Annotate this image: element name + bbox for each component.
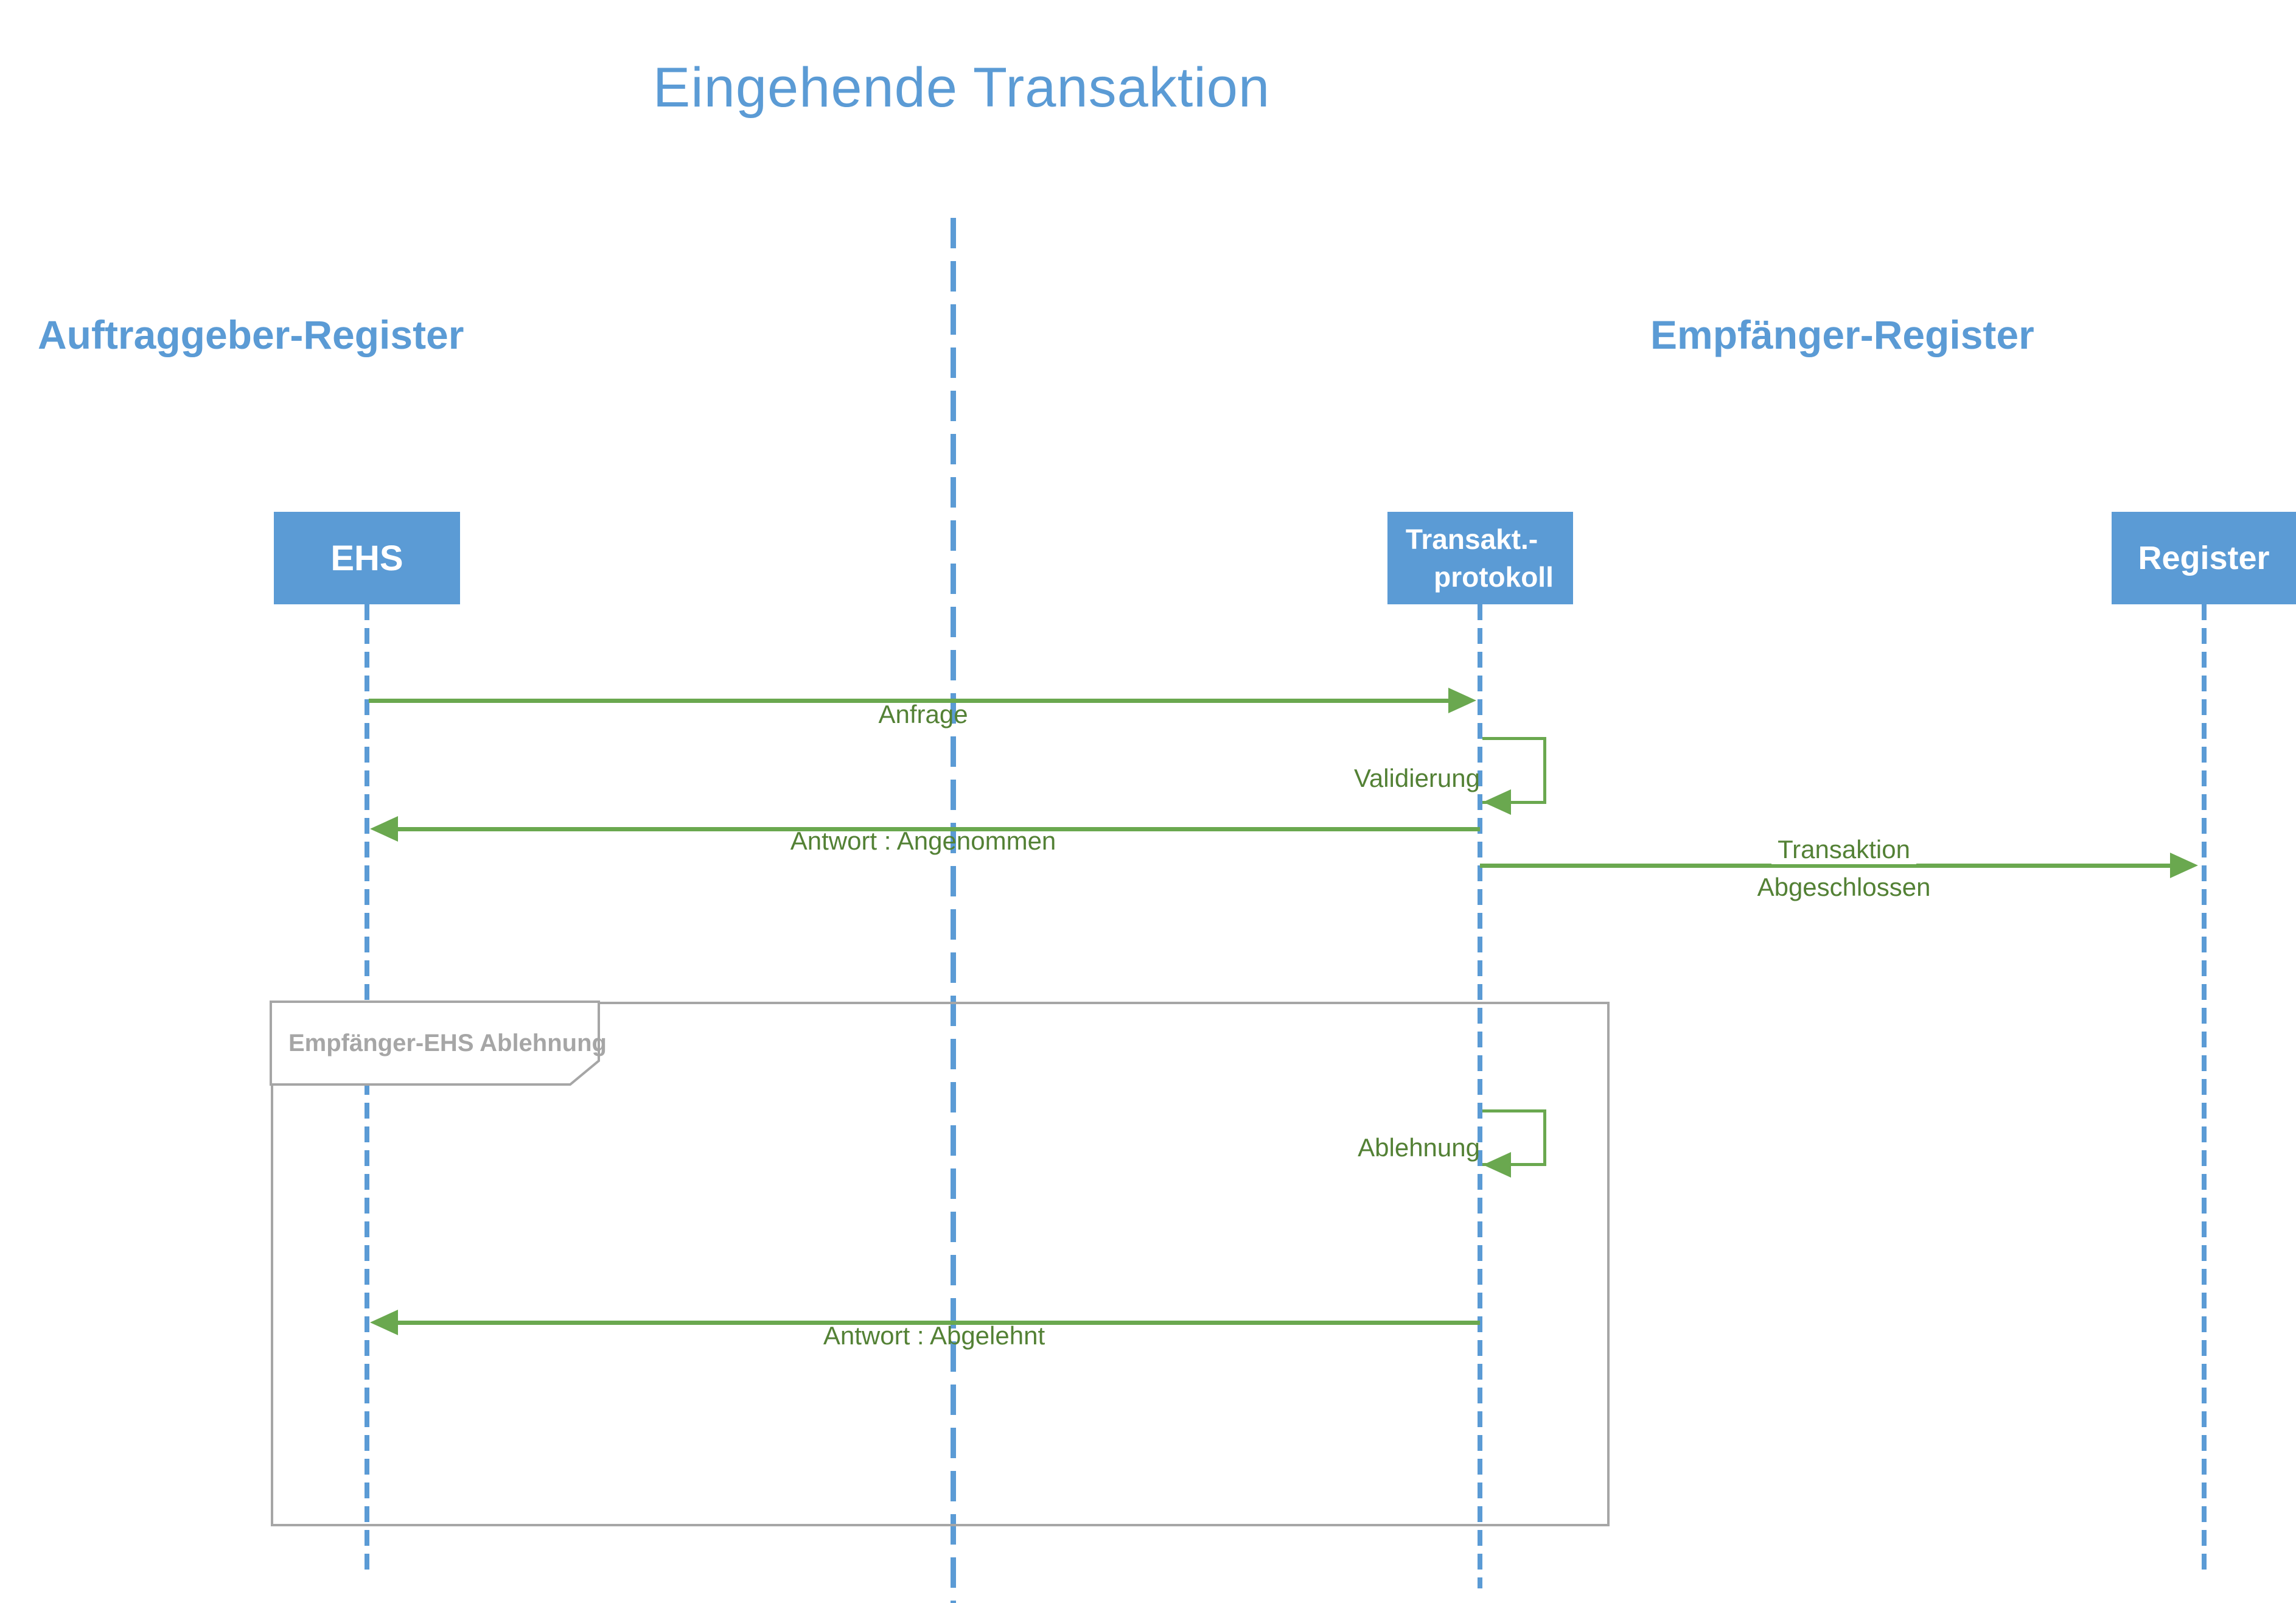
lane-divider-line bbox=[951, 218, 956, 1603]
page-title: Eingehende Transaktion bbox=[652, 57, 1271, 119]
arrowhead-left-icon bbox=[1483, 1152, 1511, 1178]
lane-header-left: Auftraggeber-Register bbox=[38, 312, 464, 357]
lane-header-right: Empfänger-Register bbox=[1650, 312, 2034, 357]
arrowhead-right-icon bbox=[1448, 688, 1476, 713]
arrowhead-left-icon bbox=[370, 816, 398, 842]
fragment-label: Empfänger-EHS Ablehnung bbox=[288, 1030, 607, 1056]
arrowhead-left-icon bbox=[370, 1310, 398, 1335]
actor-label-transaktionsprotokoll-line2: protokoll bbox=[1434, 561, 1554, 593]
actor-label-register: Register bbox=[2138, 540, 2270, 576]
lifeline-transaktionsprotokoll bbox=[1478, 604, 1482, 1588]
fragment-frame bbox=[271, 1002, 1610, 1526]
self-message-validierung-loop bbox=[1482, 737, 1546, 804]
self-message-validierung-label: Validierung bbox=[1353, 764, 1480, 792]
message-antwort-abgelehnt-line bbox=[397, 1321, 1480, 1325]
arrowhead-left-icon bbox=[1483, 789, 1511, 815]
message-anfrage-line bbox=[369, 699, 1450, 703]
message-transaktion-abgeschlossen-label-line1: Transaktion bbox=[1771, 835, 1916, 864]
fragment-tab bbox=[270, 1001, 600, 1086]
message-transaktion-abgeschlossen-label-line2: Abgeschlossen bbox=[1757, 873, 1931, 901]
lifeline-ehs bbox=[365, 604, 369, 1576]
actor-box-register: Register bbox=[2112, 512, 2296, 604]
message-antwort-angenommen-label: Antwort : Angenommen bbox=[790, 826, 1056, 855]
actor-label-transaktionsprotokoll-line1: Transakt.- bbox=[1405, 523, 1538, 555]
message-antwort-angenommen-line bbox=[397, 827, 1480, 831]
self-message-ablehnung-loop bbox=[1482, 1109, 1546, 1166]
lifeline-register bbox=[2202, 604, 2207, 1576]
arrowhead-right-icon bbox=[2170, 853, 2198, 878]
message-antwort-abgelehnt-label: Antwort : Abgelehnt bbox=[823, 1321, 1045, 1350]
actor-box-transaktionsprotokoll: Transakt.- protokoll bbox=[1387, 512, 1573, 604]
actor-label-ehs: EHS bbox=[330, 538, 403, 578]
self-message-ablehnung-label: Ablehnung bbox=[1358, 1133, 1480, 1162]
actor-box-ehs: EHS bbox=[274, 512, 460, 604]
message-transaktion-abgeschlossen-line bbox=[1480, 864, 2171, 868]
message-anfrage-label: Anfrage bbox=[878, 700, 968, 728]
